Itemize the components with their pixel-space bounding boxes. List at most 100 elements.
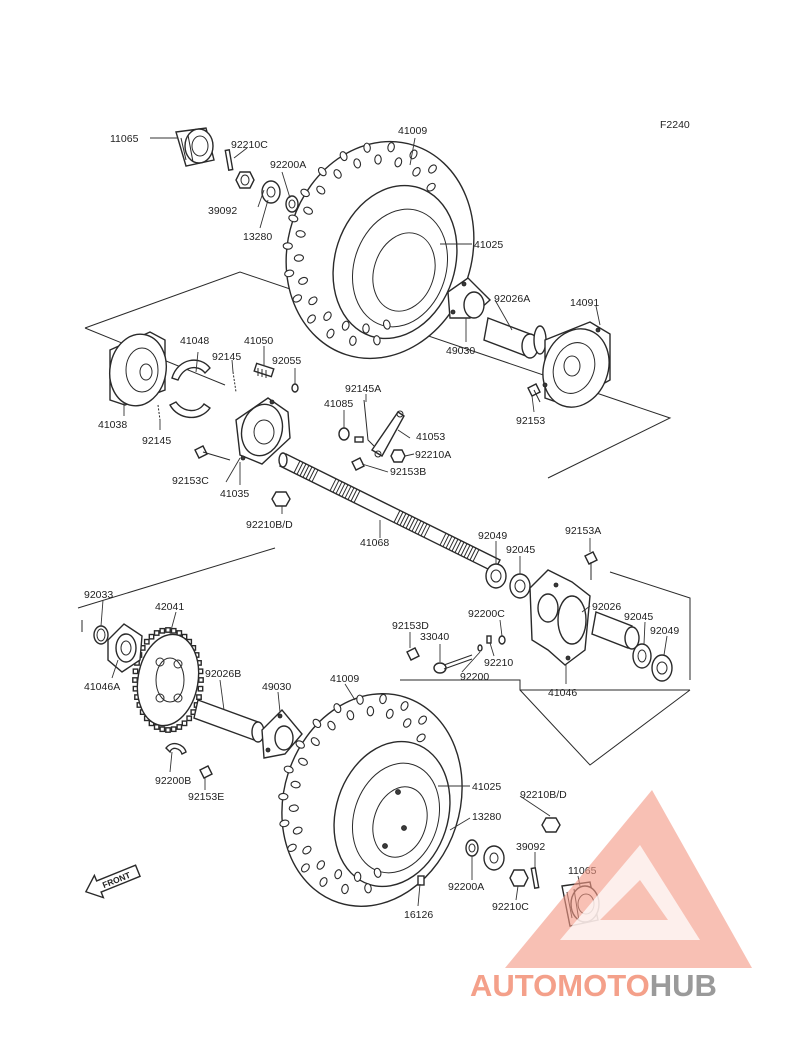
axle-spline [393, 510, 401, 523]
tread-knob [418, 715, 428, 725]
tread-knob [319, 877, 328, 887]
watermark-logo: AUTOMOTOHUB [470, 790, 752, 1003]
label-41009-top: 41009 [398, 125, 427, 137]
tread-knob [278, 792, 289, 801]
sprocket-tooth [198, 677, 204, 683]
axle-spline [405, 516, 413, 529]
tread-knob [333, 169, 342, 179]
axle-spline [411, 519, 419, 532]
axle-spline [332, 479, 340, 493]
hub-cap-11065-top [175, 127, 215, 167]
axle-spline [293, 460, 301, 474]
collar-92026a [483, 317, 539, 359]
label-41038: 41038 [98, 419, 127, 431]
label-16126: 16126 [404, 909, 433, 921]
axle-spline [423, 525, 431, 538]
axle-spline [463, 544, 471, 558]
label-33040: 33040 [420, 631, 449, 643]
bottom-tire-41009 [278, 693, 463, 907]
brake-panel-41035 [235, 397, 291, 465]
sprocket-tooth [186, 715, 193, 722]
tread-knob [373, 867, 382, 878]
tread-knob [300, 863, 310, 873]
sprocket-tooth [165, 727, 171, 733]
axle-spline [311, 469, 319, 483]
lower-section-outline [77, 547, 691, 766]
axle-spline [414, 520, 422, 534]
tread-knob [312, 718, 322, 729]
sprocket-tooth [132, 668, 139, 675]
tread-knob [426, 182, 436, 192]
tread-knob [379, 693, 387, 705]
washer-13280-bot [483, 845, 505, 871]
label-41053: 41053 [416, 431, 445, 443]
tread-knob [366, 706, 375, 717]
axle-spline [347, 487, 355, 500]
washer-92200a-bot [465, 839, 479, 857]
label-49030-bot: 49030 [262, 681, 291, 693]
tread-knob [302, 845, 312, 855]
hub-49030-bot [261, 708, 303, 759]
label-92153a: 92153A [565, 525, 601, 537]
brake-drum-14091 [542, 321, 611, 408]
tread-knob [300, 188, 310, 198]
tread-knob [283, 765, 294, 774]
label-92145-bot: 92145 [142, 435, 171, 447]
nut-92210bd-bot [541, 817, 561, 833]
tread-knob [308, 296, 318, 306]
watermark-part2: HUB [650, 968, 717, 1003]
tread-knob [402, 718, 412, 728]
bolt-92153b [351, 457, 365, 471]
label-92153d: 92153D [392, 620, 429, 632]
tread-knob [292, 294, 303, 303]
sprocket-hub-41046a [107, 623, 143, 673]
brake-drum-41038 [109, 331, 167, 407]
tread-knob [287, 843, 297, 852]
label-41068: 41068 [360, 537, 389, 549]
washer-92200a-top [285, 195, 299, 213]
label-92200a-top: 92200A [270, 159, 306, 171]
axle-spline [399, 513, 407, 526]
tread-knob [282, 242, 293, 250]
sprocket-tooth [159, 726, 166, 733]
label-11065-top: 11065 [110, 133, 139, 145]
label-41085: 41085 [324, 398, 353, 410]
axle-spline [338, 482, 346, 496]
sprocket-tooth [170, 627, 177, 634]
axle-spline [308, 468, 316, 481]
figure-code: F2240 [660, 119, 690, 131]
bolt-92153e [199, 765, 213, 779]
tread-knob [303, 206, 314, 215]
tread-knob [416, 733, 426, 743]
label-92153: 92153 [516, 415, 545, 427]
label-41046: 41046 [548, 687, 577, 699]
label-92145-top: 92145 [212, 351, 241, 363]
axle-spline [460, 543, 468, 556]
axle-spline [420, 523, 428, 537]
label-41025-bot: 41025 [472, 781, 501, 793]
spring-92145-top [232, 371, 237, 393]
top-tire-41009 [282, 140, 475, 360]
axle-spline [408, 517, 416, 531]
collar-92026 [591, 611, 640, 650]
tread-knob [292, 826, 303, 835]
label-92210c-bot: 92210C [492, 901, 529, 913]
tread-knob [385, 708, 394, 719]
nut-92210bd-top [271, 491, 291, 507]
nut-92210a [390, 449, 406, 463]
seal-92055 [291, 383, 299, 393]
axle-spline [466, 546, 474, 559]
tread-knob [374, 154, 382, 165]
tread-knob [428, 164, 437, 174]
axle-spline [329, 478, 337, 492]
tread-knob [307, 314, 316, 324]
label-92153c: 92153C [172, 475, 209, 487]
label-92026: 92026 [592, 601, 621, 613]
bolt-92153a [584, 551, 598, 580]
tread-knob [288, 804, 299, 812]
tread-knob [349, 335, 357, 346]
axle-spline [396, 511, 404, 525]
axle-spline [305, 466, 313, 480]
washer-92200 [477, 644, 483, 652]
sprocket-tooth [181, 720, 188, 727]
